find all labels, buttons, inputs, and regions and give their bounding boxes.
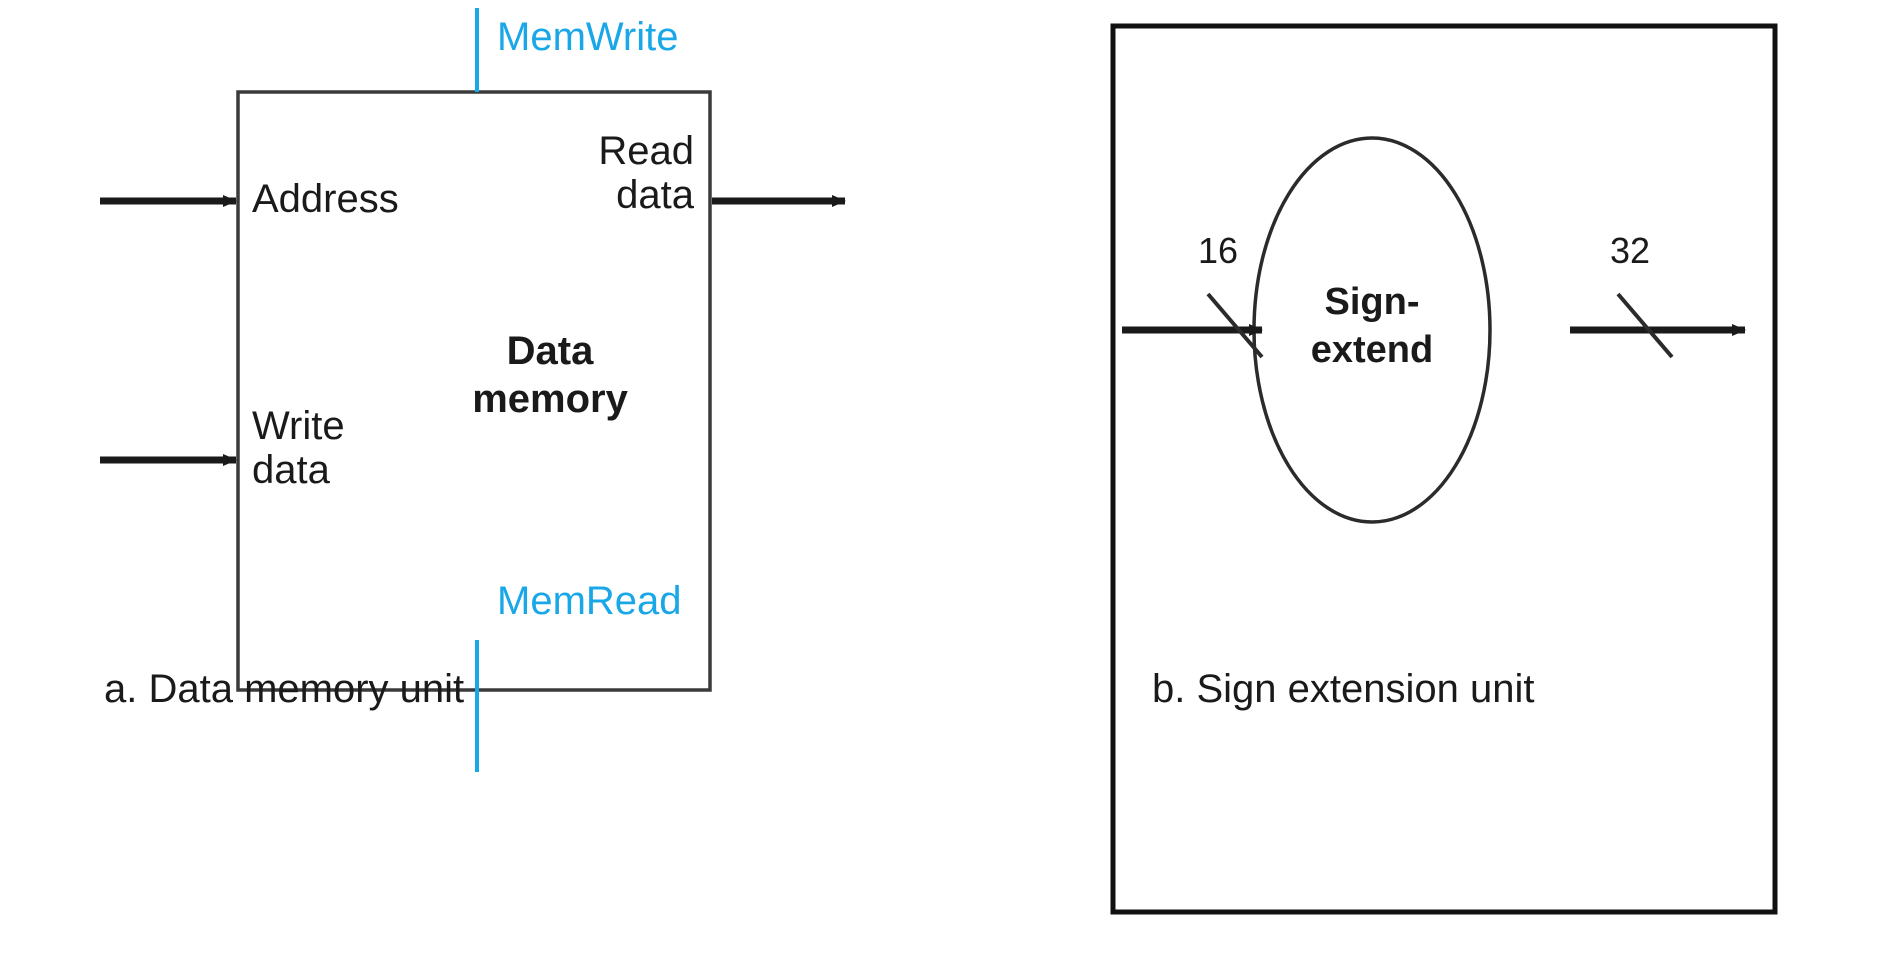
memread-label: MemRead	[497, 579, 682, 623]
input-width-label: 16	[1198, 230, 1239, 271]
sign-extend-label-line2: extend	[1310, 329, 1434, 371]
read-data-port-label-line2: data	[616, 173, 694, 217]
read-data-port-label-line1: Read	[598, 129, 694, 173]
write-data-port-label-line2: data	[252, 448, 330, 492]
write-data-port-label-line1: Write	[252, 404, 345, 448]
data-memory-box	[236, 90, 712, 692]
sign-extend-label-line1: Sign-	[1324, 281, 1420, 323]
memwrite-label: MemWrite	[497, 15, 679, 59]
panel-b-caption: b. Sign extension unit	[1152, 667, 1535, 711]
input-width-tick	[1206, 292, 1264, 359]
output-width-tick	[1616, 292, 1674, 359]
panel-a-caption: a. Data memory unit	[104, 667, 465, 711]
output-width-label: 32	[1610, 230, 1651, 271]
data-memory-title-line2: memory	[472, 377, 628, 421]
address-port-label: Address	[252, 177, 399, 221]
data-memory-title-line1: Data	[506, 329, 594, 373]
